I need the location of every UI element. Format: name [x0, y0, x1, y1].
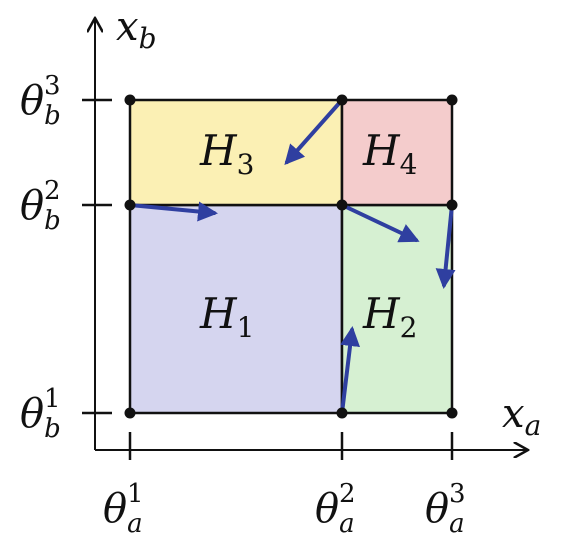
vertex	[446, 94, 458, 106]
vertex	[446, 407, 458, 419]
region-label-h2: H2	[362, 289, 417, 344]
region-h3	[128, 98, 344, 207]
y-axis-ticks	[82, 98, 112, 415]
y-tick-label-1: θb1	[20, 384, 61, 444]
vertex	[124, 407, 136, 419]
x-axis-label: xa	[502, 391, 541, 442]
region-h2	[340, 203, 454, 415]
x-tick-label-3: θa3	[425, 479, 466, 539]
flow-arrows	[128, 98, 456, 415]
arrow-h2-bottom	[340, 326, 361, 415]
arrow-h2-corner	[340, 203, 420, 243]
region-label-h4: H4	[362, 126, 417, 181]
x-tick-label-2: θa2	[315, 479, 356, 539]
arrow-h3-to-h3	[284, 98, 344, 165]
region-label-h1: H1	[199, 289, 254, 344]
x-axis-ticks	[128, 432, 454, 460]
grid-vertices	[124, 94, 458, 419]
y-tick-label-2: θb2	[20, 176, 61, 236]
vertex	[336, 407, 348, 419]
vertex	[124, 94, 136, 106]
vertex	[336, 199, 348, 211]
y-tick-label-3: θb3	[20, 71, 61, 131]
vertex	[124, 199, 136, 211]
vertex	[446, 199, 458, 211]
x-tick-label-1: θa1	[103, 479, 144, 539]
arrow-h1-right	[128, 201, 218, 222]
region-h4	[340, 98, 454, 207]
arrow-h2-right-edge	[435, 203, 456, 289]
y-axis-label: xb	[116, 4, 157, 55]
region-h1	[128, 203, 344, 415]
region-label-h3: H3	[199, 126, 254, 181]
vertex	[336, 94, 348, 106]
